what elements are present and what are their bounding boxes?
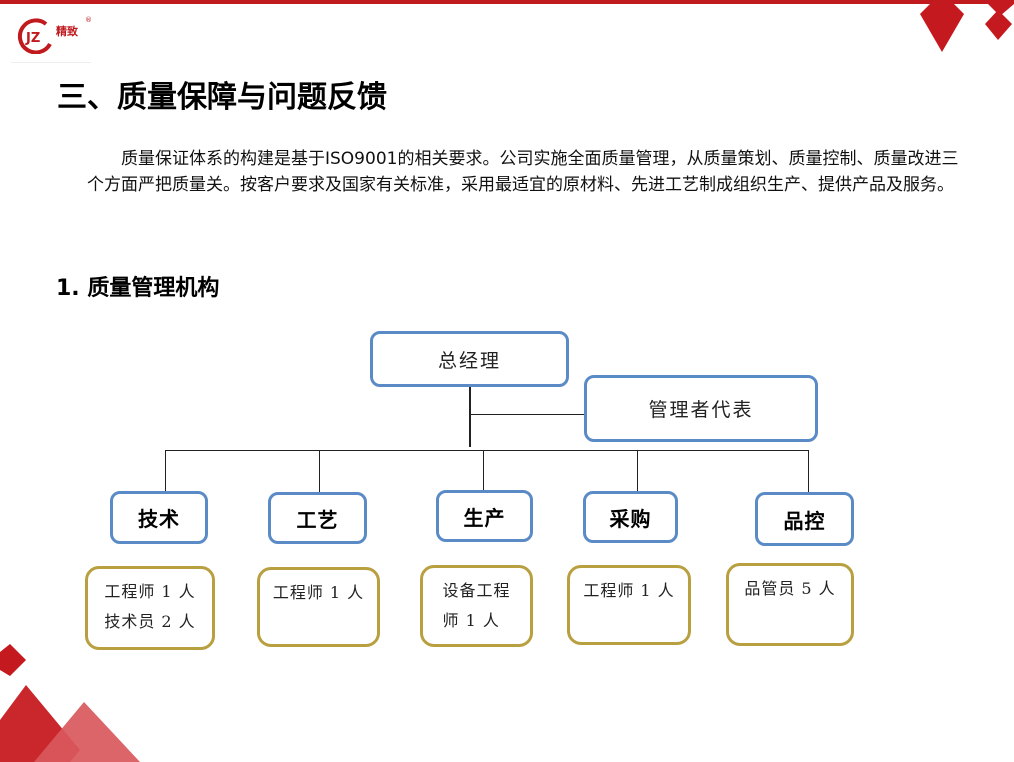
diamond-shape [988,0,1014,16]
node-label: 技术 [138,507,180,531]
connector-representative [470,414,585,415]
connector-dept-2 [319,450,320,494]
staff-line: 工程师 1 人 [272,583,365,602]
org-node-general-manager: 总经理 [370,331,569,387]
logo-text: 精致 [56,25,78,38]
diamond-shape [985,10,1012,40]
node-label: 总经理 [437,349,501,372]
staff-box-process: 工程师 1 人 [257,567,380,647]
staff-line: 师 1 人 [442,611,500,630]
org-node-management-representative: 管理者代表 [584,375,818,442]
org-node-dept-technology: 技术 [110,491,208,544]
org-node-dept-process: 工艺 [268,492,367,544]
org-node-dept-procurement: 采购 [583,491,678,543]
diamond-shape [0,644,26,676]
logo-mark-icon: JZ [17,18,52,54]
connector-dept-1 [165,450,166,494]
node-label: 工艺 [296,507,339,532]
staff-box-procurement: 工程师 1 人 [567,565,691,645]
connector-horizontal-bus [165,450,809,451]
decorative-shapes-bottom-left [0,644,140,762]
staff-line: 设备工程 [442,581,511,600]
staff-line: 工程师 1 人 [583,581,675,600]
triangle-shape [34,702,140,762]
node-label: 管理者代表 [648,399,754,421]
org-node-dept-quality-control: 品控 [755,492,854,546]
diamond-shape [920,0,964,52]
intro-text: 质量保证体系的构建是基于ISO9001的相关要求。公司实施全面质量管理，从质量策… [87,149,959,195]
connector-dept-3 [483,450,484,492]
decorative-diamonds-top-right [920,0,1014,52]
org-node-dept-production: 生产 [436,490,533,542]
staff-box-production: 设备工程 师 1 人 [420,565,533,647]
intro-paragraph: 质量保证体系的构建是基于ISO9001的相关要求。公司实施全面质量管理，从质量策… [87,146,967,198]
top-accent-bar [0,0,1014,4]
node-label: 生产 [463,505,506,530]
staff-line: 工程师 1 人 [104,582,196,601]
staff-box-quality-control: 品管员 5 人 [726,563,854,646]
registered-mark: ® [85,16,92,24]
staff-box-technology: 工程师 1 人 技术员 2 人 [85,566,215,650]
staff-line: 技术员 2 人 [104,612,196,631]
connector-dept-4 [637,450,638,492]
connector-dept-5 [808,450,809,494]
node-label: 采购 [609,506,652,531]
staff-line: 品管员 5 人 [744,579,836,598]
node-label: 品控 [783,508,826,533]
connector-root-vertical [469,387,471,447]
company-logo: JZ 精致 ® [11,12,92,63]
svg-text:JZ: JZ [25,31,40,46]
section-title: 1. 质量管理机构 [56,276,220,301]
page-title: 三、质量保障与问题反馈 [57,80,387,115]
